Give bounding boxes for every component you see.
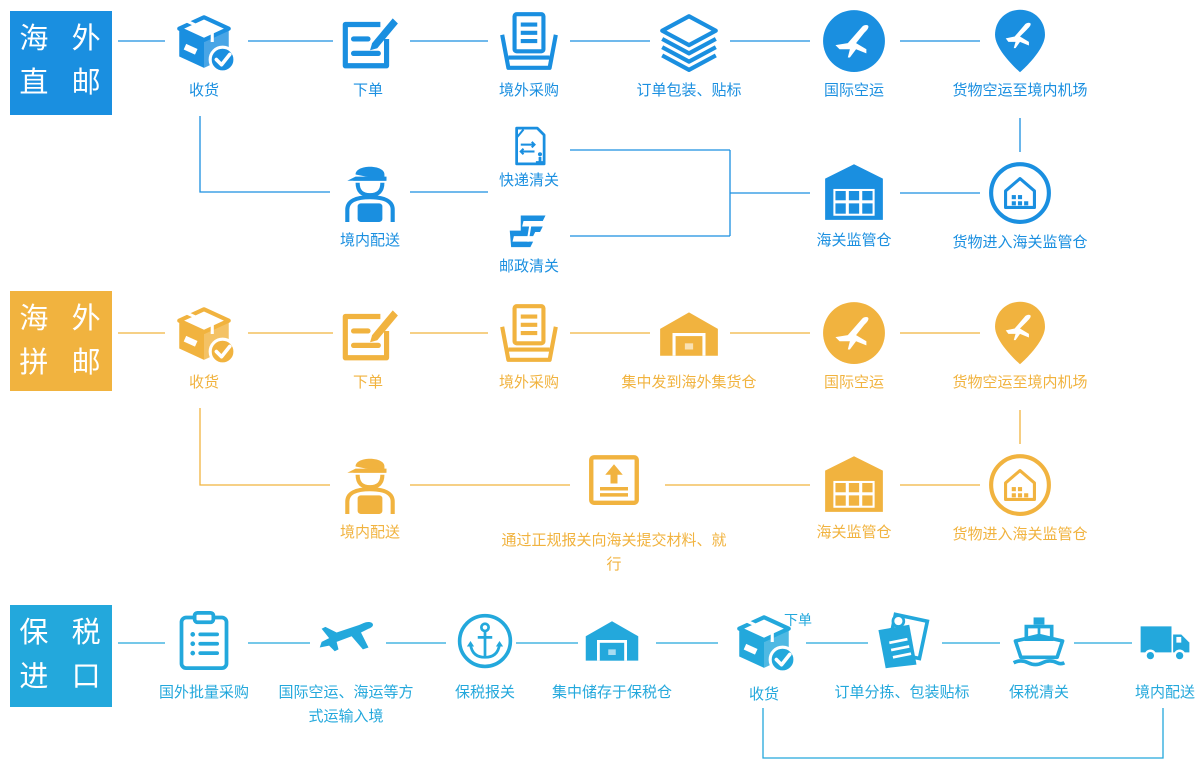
node-label: 境内配送 <box>1134 683 1195 701</box>
node-label: 货物空运至境内机场 <box>952 81 1088 99</box>
plane-circle-icon <box>821 8 887 74</box>
node-label: 国际空运 <box>823 81 884 99</box>
node-label: 下单 <box>352 81 383 99</box>
bonded-node-clear: 保税清关 <box>944 612 1134 704</box>
node-label: 境内配送 <box>339 231 400 249</box>
section-badge-group: 海 外 拼 邮 <box>10 291 112 391</box>
badge-line2: 直 邮 <box>19 65 103 99</box>
node-label: 国外批量采购 <box>158 683 249 701</box>
warehouse-building-icon <box>821 158 887 224</box>
bonded-node-transport: 国际空运、海运等方式运输入境 <box>276 610 416 728</box>
sorting-icon <box>873 612 931 670</box>
node-label: 货物进入海关监管仓 <box>952 525 1088 543</box>
garage-icon <box>582 610 642 670</box>
bonded-node-bulk: 国外批量采购 <box>109 610 299 704</box>
node-label: 订单分拣、包装贴标 <box>834 683 970 701</box>
group-node-receive: 收货 <box>109 300 299 394</box>
box-check-icon <box>171 8 237 74</box>
direct-node-express: 快递清关 <box>434 124 624 192</box>
badge-line1: 海 外 <box>19 21 103 55</box>
node-label: 邮政清关 <box>498 257 559 275</box>
direct-node-receive: 收货 <box>109 8 299 102</box>
direct-node-enter: 货物进入海关监管仓 <box>925 160 1115 254</box>
node-label: 收货 <box>188 81 219 99</box>
group-node-airport: 货物空运至境内机场 <box>925 300 1115 394</box>
node-label: 境内配送 <box>339 523 400 541</box>
badge-line2: 进 口 <box>19 659 103 693</box>
group-node-consolidate: 集中发到海外集货仓 <box>594 300 784 394</box>
plane-circle-icon <box>821 300 887 366</box>
basket-icon <box>496 300 562 366</box>
edit-form-icon <box>335 300 401 366</box>
badge-line1: 保 税 <box>19 615 103 649</box>
direct-node-pack: 订单包装、贴标 <box>594 8 784 102</box>
node-label: 下单 <box>352 373 383 391</box>
direct-node-purchase: 境外采购 <box>434 8 624 102</box>
bonded-node-receive: 收货 <box>669 608 859 706</box>
node-label: 订单包装、贴标 <box>636 81 742 99</box>
airplane-icon <box>316 610 376 670</box>
group-node-purchase: 境外采购 <box>434 300 624 394</box>
badge-line1: 海 外 <box>19 301 103 335</box>
badge-line2: 拼 邮 <box>19 345 103 379</box>
clipboard-list-icon <box>174 610 234 670</box>
group-node-air: 国际空运 <box>759 300 949 394</box>
direct-node-delivery: 境内配送 <box>275 158 465 252</box>
map-pin-plane-icon <box>987 300 1053 366</box>
node-label: 货物进入海关监管仓 <box>952 233 1088 251</box>
bonded-node-delivery: 境内配送 <box>1115 612 1200 704</box>
basket-icon <box>496 8 562 74</box>
edit-form-icon <box>335 8 401 74</box>
node-label: 海关监管仓 <box>816 523 892 541</box>
direct-node-order: 下单 <box>273 8 463 102</box>
china-post-icon <box>507 210 551 254</box>
group-node-declare: 通过正规报关向海关提交材料、就行 <box>499 452 729 576</box>
anchor-circle-icon <box>456 612 514 670</box>
house-circle-icon <box>987 160 1053 226</box>
node-label: 通过正规报关向海关提交材料、就行 <box>501 531 727 573</box>
bonded-node-store: 集中储存于保税仓 <box>517 610 707 704</box>
warehouse-building-icon <box>821 450 887 516</box>
node-label: 境外采购 <box>498 373 559 391</box>
direct-node-airport: 货物空运至境内机场 <box>925 8 1115 102</box>
section-badge-direct: 海 外 直 邮 <box>10 11 112 115</box>
node-label: 收货 <box>188 373 219 391</box>
garage-icon <box>656 300 722 366</box>
node-label: 保税清关 <box>1008 683 1069 701</box>
direct-node-post: 邮政清关 <box>434 210 624 278</box>
group-node-warehouse: 海关监管仓 <box>759 450 949 544</box>
section-badge-bonded: 保 税 进 口 <box>10 605 112 707</box>
ship-icon <box>1010 612 1068 670</box>
node-label: 货物空运至境内机场 <box>952 373 1088 391</box>
node-label: 集中储存于保税仓 <box>551 683 672 701</box>
node-label: 境外采购 <box>498 81 559 99</box>
bonded-node-declare: 保税报关 <box>390 612 580 704</box>
layers-icon <box>656 8 722 74</box>
bonded-extra-order-label: 下单 <box>784 613 812 629</box>
box-check-icon <box>171 300 237 366</box>
upload-document-icon <box>586 452 642 508</box>
house-circle-icon <box>987 452 1053 518</box>
express-clearance-icon <box>507 124 551 168</box>
bonded-node-sort: 订单分拣、包装贴标 <box>807 612 997 704</box>
map-pin-plane-icon <box>987 8 1053 74</box>
node-label: 国际空运 <box>823 373 884 391</box>
group-node-order: 下单 <box>273 300 463 394</box>
courier-person-icon <box>337 158 403 224</box>
node-label: 收货 <box>748 685 779 703</box>
direct-node-warehouse: 海关监管仓 <box>759 158 949 252</box>
courier-person-icon <box>337 450 403 516</box>
group-node-enter: 货物进入海关监管仓 <box>925 452 1115 546</box>
node-label: 国际空运、海运等方式运输入境 <box>278 683 414 725</box>
direct-node-air: 国际空运 <box>759 8 949 102</box>
node-label: 保税报关 <box>454 683 515 701</box>
truck-icon <box>1139 612 1191 670</box>
node-label: 海关监管仓 <box>816 231 892 249</box>
group-node-delivery: 境内配送 <box>275 450 465 544</box>
node-label: 快递清关 <box>498 171 559 189</box>
node-label: 集中发到海外集货仓 <box>621 373 757 391</box>
